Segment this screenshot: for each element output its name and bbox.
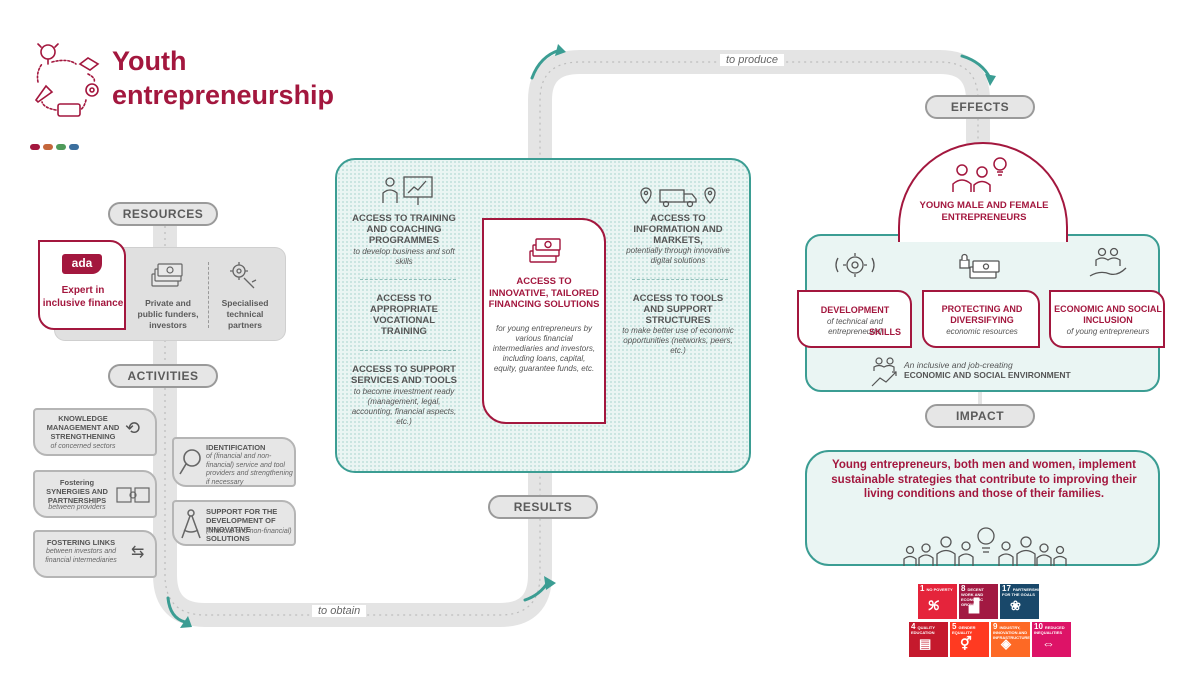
- flow-label-to-produce: to produce: [720, 54, 784, 66]
- effect-environment-sub: An inclusive and job-creating: [904, 360, 1013, 370]
- protect-money-icon: [959, 253, 1000, 279]
- effect-inclusion-sub: of young entrepreneurs: [1066, 327, 1150, 336]
- activity-identification-title: IDENTIFICATION: [206, 443, 266, 452]
- ada-label: Expert in inclusive finance: [42, 285, 124, 309]
- young-entrepreneurs-icon: [952, 157, 1007, 192]
- section-pill-impact: IMPACT: [925, 404, 1035, 428]
- skills-gear-icon: [835, 253, 875, 277]
- effect-development-sub: of technical and entrepreneurial: [826, 317, 884, 336]
- result-tools-sub: to make better use of economic opportuni…: [622, 326, 734, 355]
- inclusion-hand-icon: [1089, 247, 1127, 277]
- puzzle-icon: [116, 487, 150, 503]
- section-pill-activities: ACTIVITIES: [108, 364, 218, 388]
- page-title: Youth entrepreneurship: [112, 46, 335, 110]
- activity-synergies-sub: between providers: [48, 504, 106, 511]
- equality-icon: ⇔: [1042, 636, 1055, 651]
- training-screen-icon: [382, 176, 433, 205]
- flow-label-to-obtain: to obtain: [312, 605, 367, 617]
- result-support-services-sub: to become investment ready (management, …: [351, 387, 457, 426]
- effect-environment-title: ECONOMIC AND SOCIAL ENVIRONMENT: [904, 370, 1071, 380]
- money-stack-icon: [529, 238, 561, 263]
- section-pill-resources: RESOURCES: [108, 202, 218, 226]
- activity-identification-sub: of (financial and non-financial) service…: [206, 453, 293, 486]
- activity-support-title: SUPPORT FOR THE DEVELOPMENT OF INNOVATIV…: [206, 507, 278, 543]
- activity-links-card: FOSTERING LINKS between investors and fi…: [33, 530, 157, 578]
- gear-wrench-icon: [230, 262, 257, 289]
- section-pill-effects: EFFECTS: [925, 95, 1035, 119]
- growth-chart-icon: ▟: [969, 598, 979, 613]
- result-financing-card: ACCESS TO INNOVATIVE, TAILORED FINANCING…: [482, 218, 606, 424]
- activity-knowledge-sub: of concerned sectors: [50, 443, 116, 450]
- result-separator: [360, 350, 456, 351]
- target-label: YOUNG MALE AND FEMALE ENTREPRENEURS: [919, 200, 1049, 223]
- effect-protecting-sub: economic resources: [946, 327, 1018, 336]
- compass-icon: [181, 509, 201, 539]
- activity-synergies-card: Fostering SYNERGIES AND PARTNERSHIPS bet…: [33, 470, 157, 518]
- activity-synergies-title: Fostering SYNERGIES AND PARTNERSHIPS: [46, 478, 108, 505]
- effect-development-skills: SKILLS: [869, 327, 902, 337]
- impact-box: [805, 450, 1160, 566]
- result-financing-title: ACCESS TO INNOVATIVE, TAILORED FINANCING…: [488, 276, 600, 310]
- impact-connector: [978, 392, 982, 410]
- families-icon: [903, 527, 1067, 566]
- youth-entrepreneurship-logo-icon: [34, 43, 100, 117]
- resources-divider: [208, 262, 209, 328]
- effect-inclusion-card: ECONOMIC AND SOCIAL INCLUSION of young e…: [1049, 290, 1165, 348]
- book-cycle-icon: ⟲: [125, 418, 141, 438]
- activity-links-title: FOSTERING LINKS: [46, 538, 116, 547]
- effect-inclusion-title: ECONOMIC AND SOCIAL INCLUSION: [1054, 304, 1162, 325]
- result-information-sub: potentially through innovative digital s…: [626, 246, 730, 265]
- result-separator: [360, 279, 456, 280]
- people-icon: ꕑ: [928, 598, 940, 613]
- activity-support-sub: (financial and non-financial): [206, 528, 292, 535]
- growth-people-icon: [871, 357, 897, 387]
- effect-protecting-title: PROTECTING AND DIVERSIFYING: [941, 304, 1023, 325]
- ada-card: ada Expert in inclusive finance: [38, 240, 126, 330]
- activity-support-card: SUPPORT FOR THE DEVELOPMENT OF INNOVATIV…: [172, 500, 296, 546]
- ada-logo: ada: [62, 254, 102, 274]
- effect-development-title: DEVELOPMENT: [820, 305, 890, 315]
- effect-development-card: DEVELOPMENT of technical and entrepreneu…: [797, 290, 912, 348]
- impact-text: Young entrepreneurs, both men and women,…: [831, 459, 1137, 500]
- effect-protecting-card: PROTECTING AND DIVERSIFYING economic res…: [922, 290, 1040, 348]
- result-tools-title: ACCESS TO TOOLS AND SUPPORT STRUCTURES: [632, 293, 724, 326]
- activity-knowledge-title: KNOWLEDGE MANAGEMENT AND STRENGTHENING: [46, 414, 120, 441]
- section-pill-results: RESULTS: [488, 495, 598, 519]
- magnifier-icon: [179, 449, 201, 475]
- funders-label: Private and public funders, investors: [137, 298, 199, 330]
- result-information-title: ACCESS TO INFORMATION AND MARKETS,: [633, 213, 723, 246]
- cubes-icon: ◈: [1001, 636, 1011, 651]
- result-training-sub: to develop business and soft skills: [353, 247, 455, 266]
- book-icon: ▤: [919, 636, 932, 651]
- activity-identification-card: IDENTIFICATION of (financial and non-fin…: [172, 437, 296, 487]
- flower-icon: ❀: [1010, 598, 1021, 613]
- result-training-title: ACCESS TO TRAINING AND COACHING PROGRAMM…: [352, 213, 456, 246]
- activity-knowledge-card: KNOWLEDGE MANAGEMENT AND STRENGTHENING o…: [33, 408, 157, 456]
- result-separator: [632, 279, 728, 280]
- gender-icon: ⚥: [960, 636, 972, 651]
- result-support-services-title: ACCESS TO SUPPORT SERVICES AND TOOLS: [351, 364, 457, 386]
- exchange-icon: ⇆: [131, 544, 145, 561]
- activity-links-sub: between investors and financial intermed…: [45, 548, 117, 564]
- brand-dots: [30, 137, 82, 155]
- banknotes-icon: [151, 263, 183, 287]
- result-financing-sub: for young entrepreneurs by various finan…: [492, 324, 596, 373]
- result-vocational-title: ACCESS TO APPROPRIATE VOCATIONAL TRAININ…: [370, 293, 438, 337]
- truck-location-icon: [640, 187, 716, 208]
- partners-label: Specialised technical partners: [221, 298, 269, 330]
